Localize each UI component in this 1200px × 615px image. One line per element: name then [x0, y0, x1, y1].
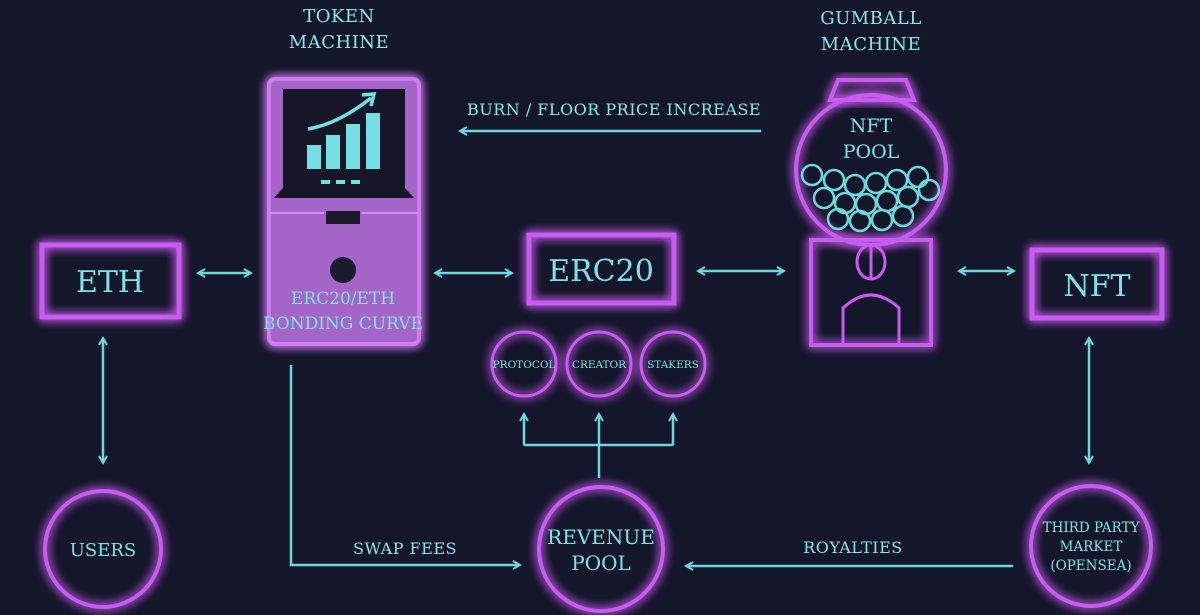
third-party-label-line1: THIRD PARTY	[1043, 520, 1141, 536]
gumball-machine-title-line2: MACHINE	[821, 34, 921, 55]
fee-recipient-protocol: PROTOCOL	[490, 330, 558, 398]
stakers-label: STAKERS	[647, 359, 699, 371]
creator-label: CREATOR	[572, 359, 627, 371]
token-machine-title-line2: MACHINE	[289, 32, 389, 53]
eth-label: ETH	[76, 265, 144, 300]
token-machine: ERC20/ETH BONDING CURVE	[263, 77, 423, 346]
third-party-label-line3: (OPENSEA)	[1050, 558, 1131, 574]
protocol-label: PROTOCOL	[493, 359, 556, 371]
coin-slot-icon	[330, 257, 356, 283]
royalties-label: ROYALTIES	[803, 538, 903, 557]
bonding-curve-label-line2: BONDING CURVE	[263, 314, 423, 334]
token-machine-title-line1: TOKEN	[303, 6, 375, 27]
fee-recipient-stakers: STAKERS	[639, 330, 707, 398]
swap-fees-label: SWAP FEES	[353, 539, 457, 558]
eth-node: ETH	[39, 242, 182, 320]
revenue-pool-label-line2: POOL	[571, 551, 631, 575]
fee-recipient-creator: CREATOR	[565, 330, 633, 398]
nft-label: NFT	[1063, 269, 1130, 304]
nft-node: NFT	[1029, 247, 1165, 321]
burn-label: BURN / FLOOR PRICE INCREASE	[467, 100, 761, 119]
users-node: USERS	[43, 489, 163, 609]
users-label: USERS	[70, 540, 137, 561]
third-party-market-node: THIRD PARTY MARKET (OPENSEA)	[1029, 484, 1153, 608]
arrow-revenue-split	[524, 414, 673, 478]
card-slot-icon	[324, 209, 362, 226]
erc20-node: ERC20	[526, 232, 677, 306]
growth-chart-icon	[307, 92, 380, 184]
bonding-curve-label-line1: ERC20/ETH	[291, 289, 395, 309]
third-party-label-line2: MARKET	[1060, 539, 1123, 555]
revenue-pool-label-line1: REVENUE	[547, 525, 655, 549]
revenue-pool-node: REVENUE POOL	[537, 485, 665, 613]
token-machine-screen	[283, 89, 405, 188]
nft-pool-label-line1: NFT	[850, 115, 893, 137]
nft-pool-label-line2: POOL	[843, 141, 900, 163]
gumballs-icon	[800, 163, 941, 233]
gumball-machine-title-line1: GUMBALL	[820, 8, 922, 29]
erc20-label: ERC20	[548, 254, 654, 289]
gumball-machine: NFT POOL	[794, 78, 948, 347]
arrow-swap-fees	[289, 365, 520, 565]
